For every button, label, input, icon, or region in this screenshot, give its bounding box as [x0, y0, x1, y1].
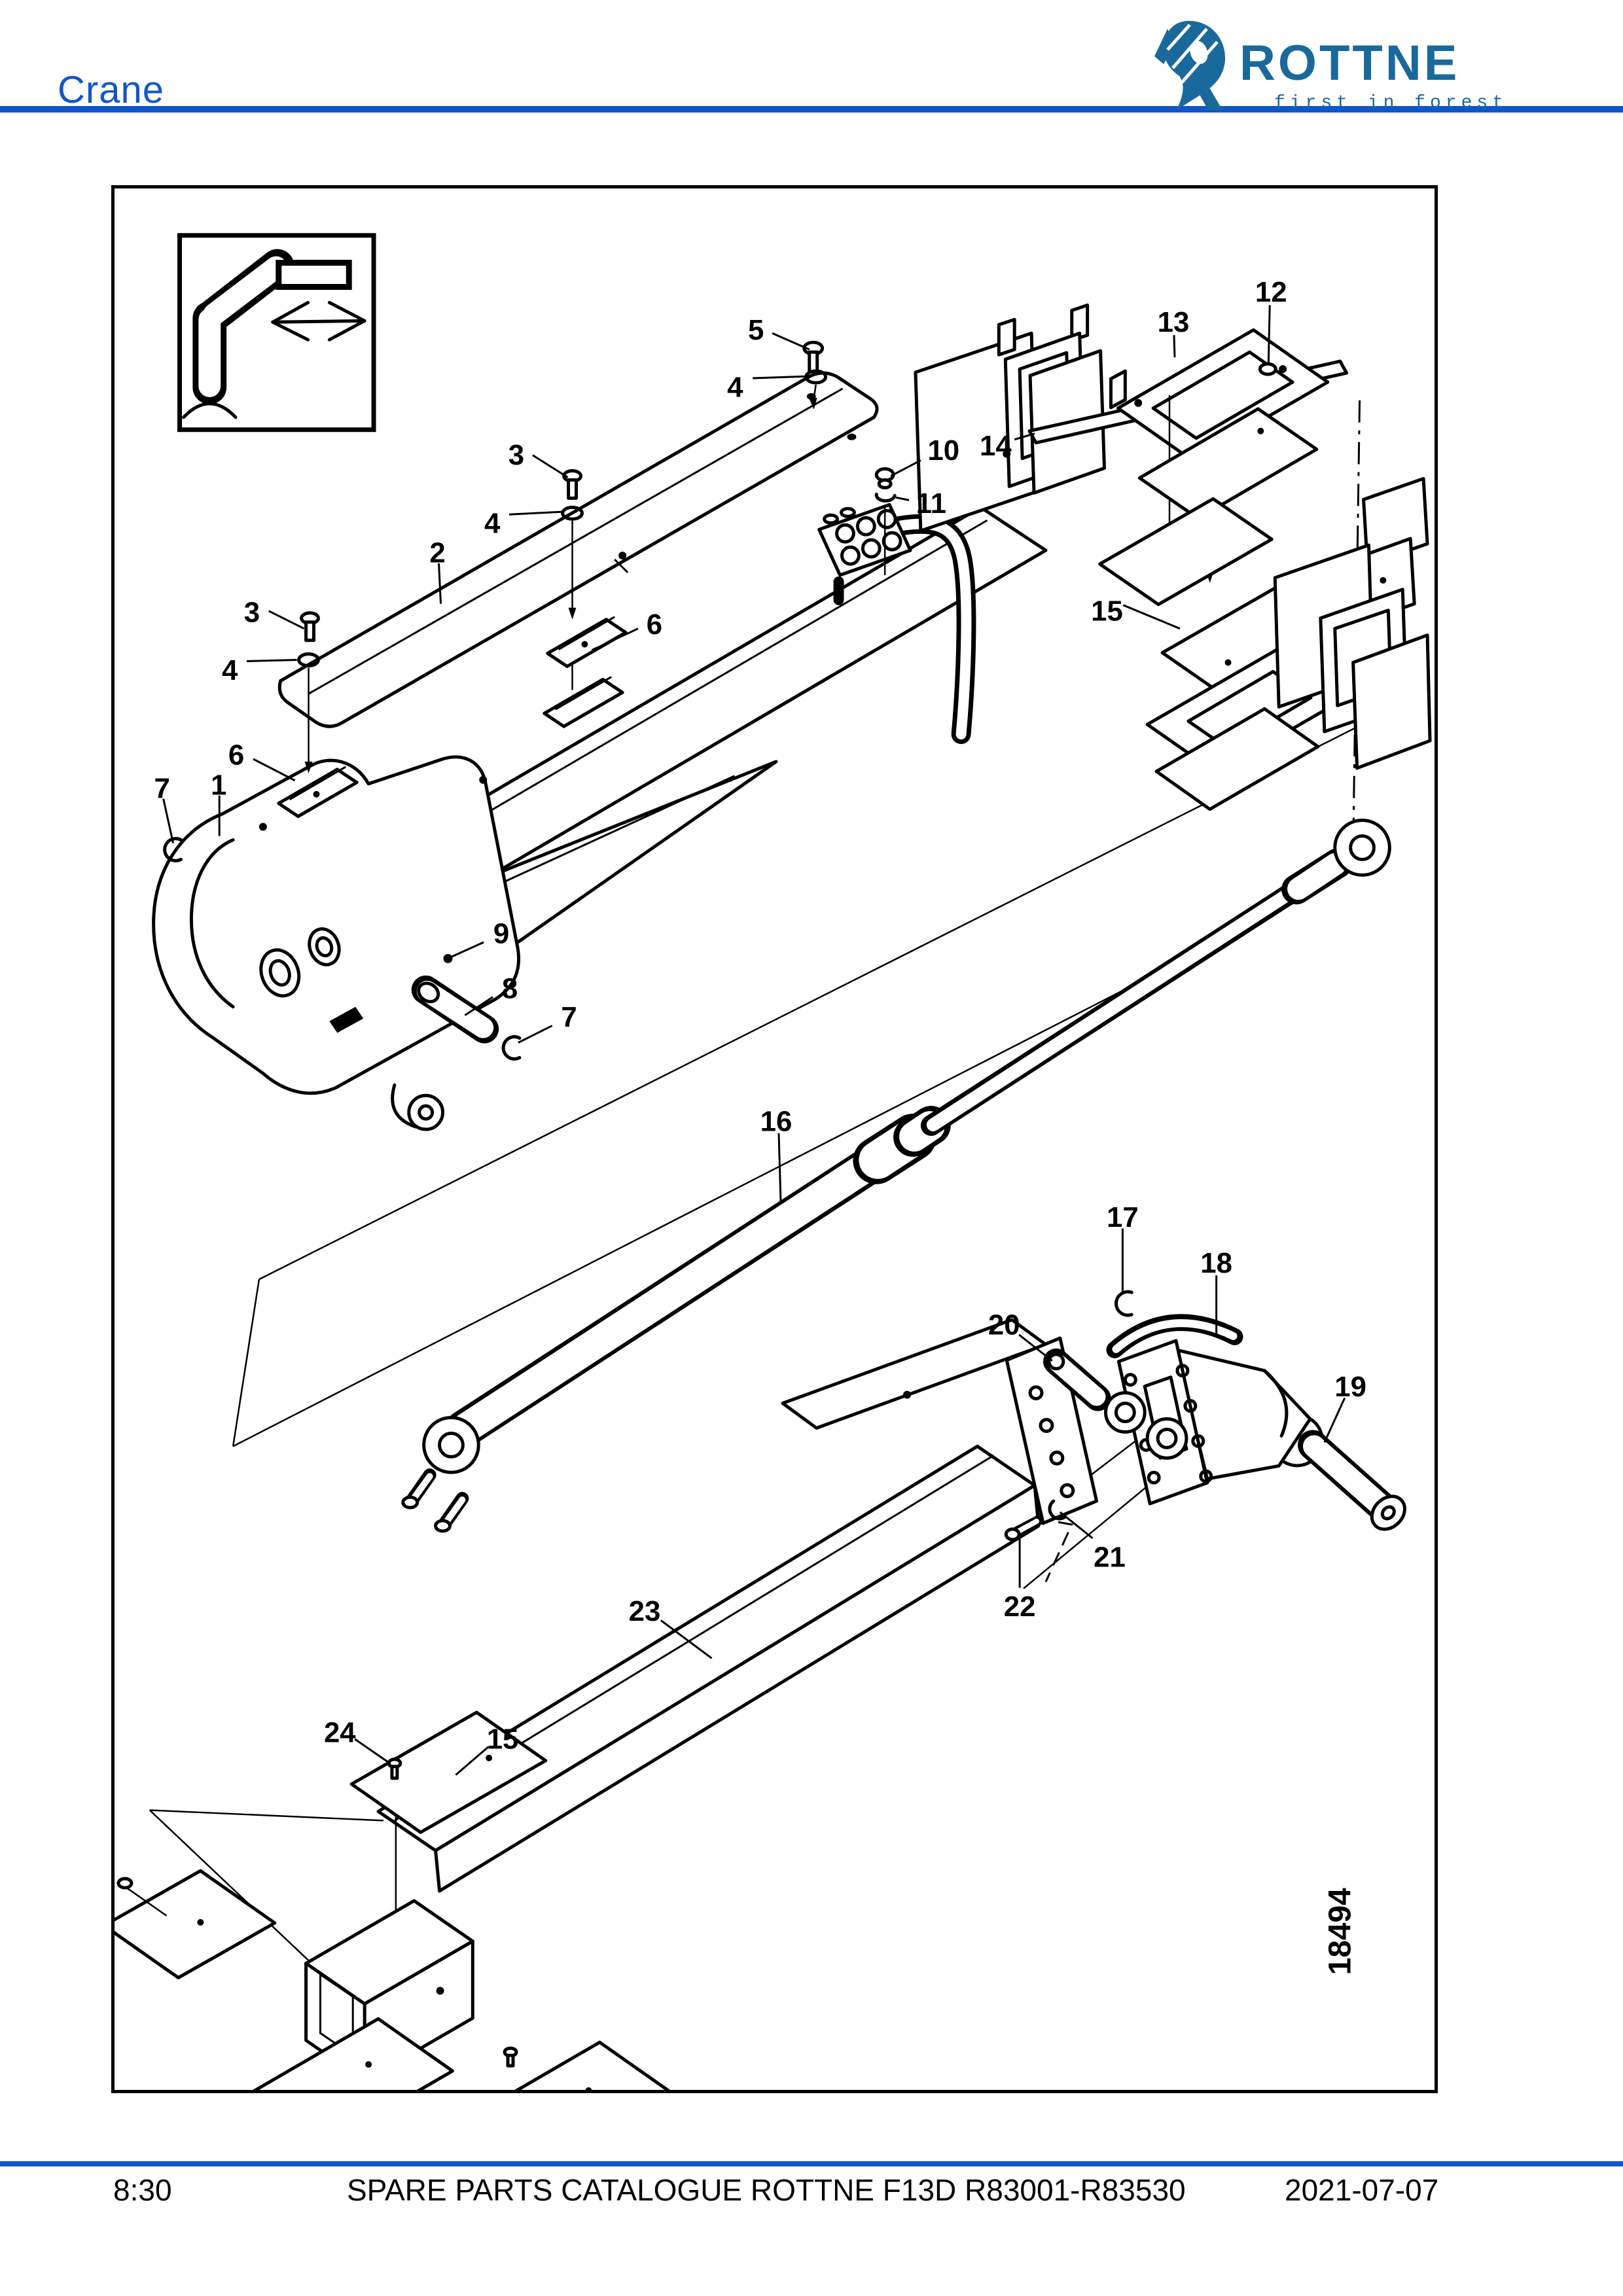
callout-leader [508, 510, 562, 516]
part-callout-1: 1 [211, 769, 226, 801]
part-callout-18: 18 [1200, 1247, 1232, 1279]
callout-leader [253, 758, 296, 782]
part-callout-12: 12 [1255, 276, 1287, 308]
part-callout-21: 21 [1094, 1541, 1126, 1573]
rottne-logo-mark [1154, 20, 1226, 110]
callout-leader [1323, 1398, 1346, 1443]
part-callout-7: 7 [154, 772, 169, 804]
part-bracket-13 [1098, 328, 1330, 607]
part-pads-bottom [115, 1710, 671, 2090]
part-callout-6: 6 [228, 739, 244, 771]
part-boom-head [152, 755, 778, 1131]
callout-leader [1014, 433, 1035, 441]
part-callout-3: 3 [508, 439, 524, 471]
part-top-cover-plate [277, 371, 879, 728]
callout-leader [753, 375, 810, 380]
page-title: Crane [58, 69, 164, 111]
part-callout-24: 24 [324, 1716, 356, 1748]
pins-circlips-left [163, 837, 522, 1061]
part-callout-19: 19 [1334, 1371, 1366, 1403]
part-callout-9: 9 [493, 918, 509, 950]
part-callout-23: 23 [629, 1595, 661, 1627]
part-callout-6: 6 [647, 609, 662, 641]
footer-date: 2021-07-07 [1285, 2173, 1439, 2207]
callout-leader [1267, 305, 1271, 365]
part-callout-14: 14 [980, 430, 1012, 462]
part-callout-13: 13 [1158, 306, 1190, 338]
callout-leader [464, 996, 493, 1016]
part-callout-4: 4 [727, 371, 743, 403]
drawing-number: 18494 [1323, 1888, 1358, 1975]
part-callout-10: 10 [927, 434, 959, 467]
callout-leader [354, 1738, 391, 1765]
part-callout-7: 7 [561, 1001, 577, 1033]
part-plate-group-right [1273, 476, 1432, 770]
callout-leader [895, 496, 910, 501]
part-extension-cylinder [401, 819, 1391, 1533]
callout-leader [660, 1619, 713, 1659]
part-callout-4: 4 [222, 654, 238, 686]
callout-leader [1059, 1511, 1094, 1540]
footer-catalog-title: SPARE PARTS CATALOGUE ROTTNE F13D R83001… [347, 2173, 1186, 2207]
part-callout-20: 20 [988, 1309, 1020, 1341]
fasteners-top [297, 340, 897, 773]
callout-leader [591, 627, 639, 651]
part-callout-22: 22 [1004, 1591, 1036, 1623]
callout-leader [1018, 1333, 1053, 1362]
callout-leader [268, 610, 305, 630]
part-callout-11: 11 [916, 487, 946, 520]
rottne-logo: ROTTNE first in forest [1149, 17, 1518, 116]
logo-brand: ROTTNE [1240, 35, 1459, 91]
part-wear-rails [277, 616, 628, 819]
logo-tagline: first in forest [1274, 93, 1508, 113]
exploded-diagram-svg: 18494 5434234667198710111413121516171820… [115, 233, 1432, 2090]
callout-leader [162, 798, 175, 843]
part-callout-15: 15 [1091, 595, 1123, 627]
callout-leader [451, 941, 484, 958]
fasteners-21-22 [1004, 1499, 1067, 1542]
part-callout-4: 4 [484, 508, 501, 540]
callout-leader [1173, 335, 1176, 358]
callout-leader [772, 332, 810, 351]
part-callout-17: 17 [1107, 1201, 1139, 1233]
footer-rule [0, 2161, 1623, 2166]
callout-leader [438, 563, 442, 604]
callout-leader [532, 454, 569, 478]
header-rule [0, 106, 1623, 113]
callout-leader [777, 1133, 782, 1201]
part-callout-5: 5 [748, 314, 764, 346]
callout-leader [455, 1746, 490, 1776]
part-cylinder-bracket [1043, 1290, 1406, 1531]
footer-time: 8:30 [113, 2173, 172, 2207]
part-callout-2: 2 [429, 537, 445, 569]
crane-extension-icon [177, 233, 376, 433]
callout-leader [246, 659, 297, 663]
part-callout-8: 8 [502, 972, 518, 1004]
part-callout-15: 15 [487, 1723, 519, 1755]
callout-leader [890, 459, 921, 477]
part-callout-16: 16 [760, 1106, 793, 1138]
part-callout-3: 3 [244, 596, 260, 628]
callout-leader [1122, 604, 1181, 630]
callout-leader [518, 1025, 553, 1044]
